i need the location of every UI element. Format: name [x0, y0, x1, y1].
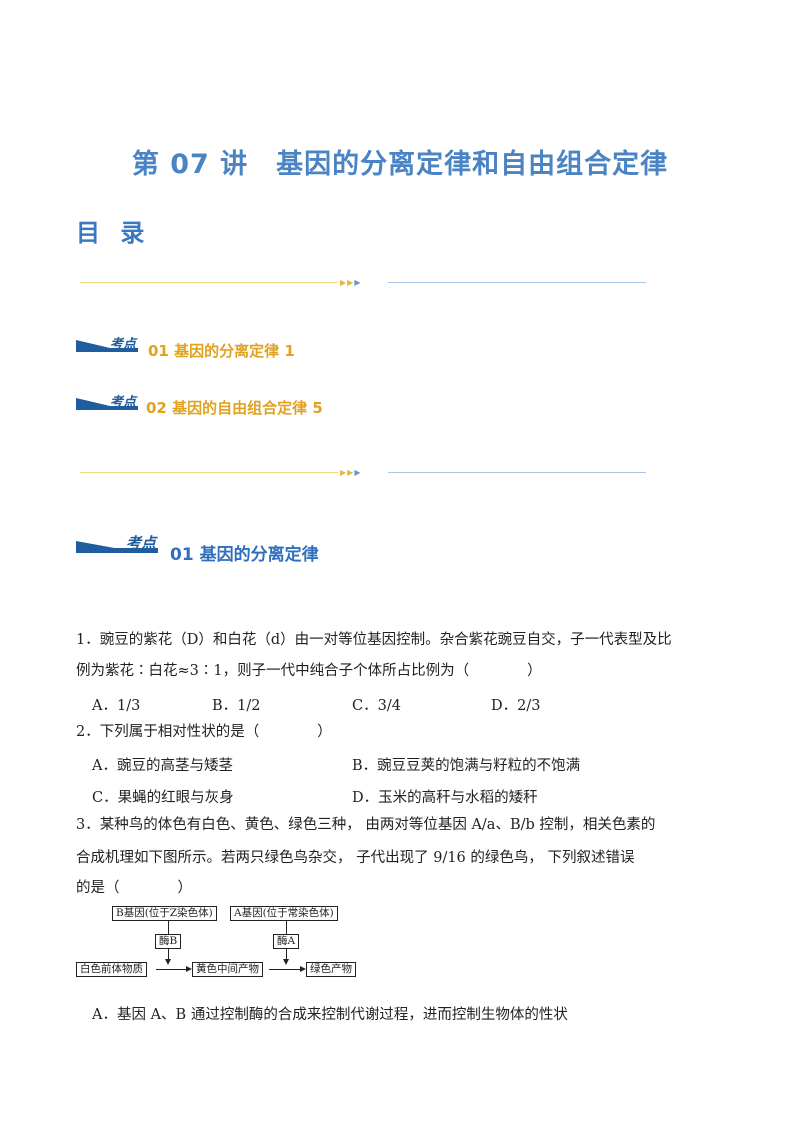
question-2-line-1: 2．下列属于相对性状的是（ ） — [76, 724, 332, 740]
q2-option-d: D．玉米的高秆与水稻的矮秆 — [352, 790, 538, 806]
toc-item-2[interactable]: 02 基因的自由组合定律 5 — [146, 399, 323, 417]
arrows-icon: ▶▶▶ — [340, 468, 362, 477]
page-title: 第 07 讲 基因的分离定律和自由组合定律 — [131, 149, 669, 180]
yellow-intermediate-box: 黄色中间产物 — [192, 962, 263, 977]
q1-option-c: C．3/4 — [352, 698, 401, 714]
white-precursor-box: 白色前体物质 — [76, 962, 147, 977]
gene-b-box: B基因(位于Z染色体) — [112, 906, 217, 921]
pigment-pathway-diagram: B基因(位于Z染色体) A基因(位于常染色体) 酶B 酶A 白色前体物质 黄色中… — [76, 906, 376, 977]
q1-option-a: A．1/3 — [92, 698, 141, 714]
arrow-right-icon — [186, 966, 192, 972]
q2-option-c: C．果蝇的红眼与灰身 — [92, 790, 234, 806]
toc-divider-bottom: ▶▶▶ — [80, 468, 646, 478]
kaodian-badge: 考点 — [76, 392, 138, 410]
question-1-line-2: 例为紫花∶白花≈3∶1，则子一代中纯合子个体所占比例为（ ） — [76, 663, 542, 679]
question-1-line-1: 1．豌豆的紫花（D）和白花（d）由一对等位基因控制。杂合紫花豌豆自交，子一代表型… — [76, 632, 672, 648]
question-3-line-1: 3．某种鸟的体色有白色、黄色、绿色三种， 由两对等位基因 A/a、B/b 控制，… — [76, 817, 656, 833]
question-3-line-2: 合成机理如下图所示。若两只绿色鸟杂交， 子代出现了 9/16 的绿色鸟， 下列叙… — [76, 850, 635, 866]
toc-divider-top: ▶▶▶ — [80, 278, 646, 288]
toc-item-1[interactable]: 01 基因的分离定律 1 — [148, 342, 295, 360]
q1-option-b: B．1/2 — [212, 698, 261, 714]
arrow-right-icon — [300, 966, 306, 972]
q2-option-b: B．豌豆豆荚的饱满与籽粒的不饱满 — [352, 758, 581, 774]
arrow-down-icon — [165, 959, 171, 965]
green-product-box: 绿色产物 — [306, 962, 356, 977]
arrow-down-icon — [283, 959, 289, 965]
q3-option-a: A．基因 A、B 通过控制酶的合成来控制代谢过程，进而控制生物体的性状 — [92, 1007, 568, 1023]
toc-heading: 目 录 — [76, 219, 151, 247]
q2-option-a: A．豌豆的高茎与矮茎 — [92, 758, 233, 774]
kaodian-badge: 考点 — [76, 334, 138, 352]
kaodian-badge: 考点 — [76, 533, 158, 553]
section-title: 01 基因的分离定律 — [170, 545, 319, 565]
question-3-line-3: 的是（ ） — [76, 880, 192, 896]
q1-option-d: D．2/3 — [491, 698, 541, 714]
gene-a-box: A基因(位于常染色体) — [230, 906, 338, 921]
enzyme-b-box: 酶B — [155, 934, 182, 949]
arrows-icon: ▶▶▶ — [340, 278, 362, 287]
enzyme-a-box: 酶A — [273, 934, 300, 949]
